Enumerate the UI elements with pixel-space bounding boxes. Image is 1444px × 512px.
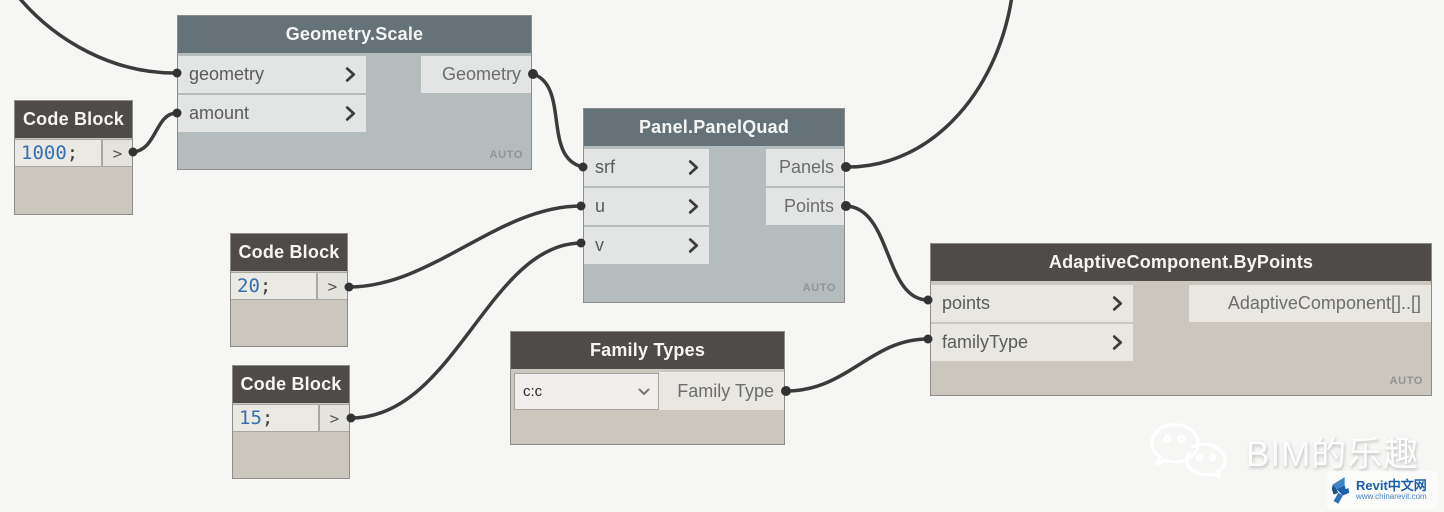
site-logo: Revit中文网 www.chinarevit.com bbox=[1326, 471, 1438, 509]
chevron-right-icon bbox=[345, 67, 356, 82]
input-port-label: srf bbox=[595, 157, 615, 177]
node-geometry-scale[interactable]: Geometry.Scale geometry amount Geometry … bbox=[177, 15, 532, 170]
output-port-geometry[interactable]: Geometry bbox=[421, 56, 531, 93]
revit-logo-icon bbox=[1331, 477, 1350, 504]
input-port-points[interactable]: points bbox=[931, 285, 1133, 322]
wire-panels-offscreen[interactable] bbox=[844, 0, 1014, 169]
code-semicolon: ; bbox=[66, 142, 79, 164]
node-title: Code Block bbox=[22, 109, 125, 129]
site-logo-text: Revit中文网 www.chinarevit.com bbox=[1356, 479, 1427, 501]
node-header[interactable]: AdaptiveComponent.ByPoints bbox=[931, 244, 1431, 281]
node-header[interactable]: Family Types bbox=[511, 332, 784, 369]
node-title: Code Block bbox=[240, 374, 342, 394]
code-number: 15 bbox=[239, 407, 262, 429]
input-port-v[interactable]: v bbox=[584, 227, 709, 264]
chevron-right-icon bbox=[345, 106, 356, 121]
input-port-familytype[interactable]: familyType bbox=[931, 324, 1133, 361]
wire-codeblock20-to-u[interactable] bbox=[347, 204, 583, 289]
input-port-srf[interactable]: srf bbox=[584, 149, 709, 186]
site-name: Revit中文网 bbox=[1356, 477, 1427, 493]
node-family-types[interactable]: Family Types c:c Family Type bbox=[510, 331, 785, 445]
node-panel-panelquad[interactable]: Panel.PanelQuad srf u v Panels Points AU… bbox=[583, 108, 845, 303]
node-title: Panel.PanelQuad bbox=[638, 117, 790, 137]
wire-codeblock1000-to-amount[interactable] bbox=[131, 111, 179, 154]
node-title: AdaptiveComponent.ByPoints bbox=[1048, 252, 1314, 272]
dropdown-selected-value: c:c bbox=[523, 383, 543, 400]
code-output-port[interactable]: > bbox=[102, 139, 132, 167]
output-port-label: Geometry bbox=[441, 64, 521, 84]
output-port-points[interactable]: Points bbox=[766, 188, 844, 225]
code-semicolon: ; bbox=[259, 275, 272, 297]
watermark-text: BIM的乐趣 bbox=[1246, 434, 1420, 474]
node-code-block-1000[interactable]: Code Block 1000; > bbox=[14, 100, 133, 215]
output-port-panels[interactable]: Panels bbox=[766, 149, 844, 186]
node-code-block-15[interactable]: Code Block 15; > bbox=[232, 365, 350, 479]
watermark: BIM的乐趣 bbox=[1146, 421, 1419, 481]
code-input-row: 1000; > bbox=[15, 139, 132, 167]
family-type-dropdown[interactable]: c:c bbox=[514, 373, 659, 410]
code-number: 20 bbox=[237, 275, 260, 297]
node-title: Code Block bbox=[238, 242, 340, 262]
input-port-label: geometry bbox=[189, 64, 265, 84]
output-port-glyph: > bbox=[112, 143, 123, 163]
code-input-row: 20; > bbox=[231, 272, 347, 300]
code-expression-input[interactable]: 1000; bbox=[15, 139, 102, 167]
input-port-amount[interactable]: amount bbox=[178, 95, 366, 132]
wire-to-geometry-input[interactable] bbox=[16, 0, 179, 75]
lacing-auto-label[interactable]: AUTO bbox=[489, 149, 523, 161]
input-port-u[interactable]: u bbox=[584, 188, 709, 225]
output-port-label: AdaptiveComponent[]..[] bbox=[1227, 293, 1421, 313]
code-expression-input[interactable]: 20; bbox=[231, 272, 317, 300]
wire-points-to-points[interactable] bbox=[844, 204, 930, 302]
code-output-port[interactable]: > bbox=[319, 404, 349, 432]
code-expression-input[interactable]: 15; bbox=[233, 404, 319, 432]
node-header[interactable]: Code Block bbox=[231, 234, 347, 271]
chevron-right-icon bbox=[688, 238, 699, 253]
chevron-right-icon bbox=[1112, 335, 1123, 350]
wire-codeblock15-to-v[interactable] bbox=[349, 241, 583, 420]
input-port-label: amount bbox=[189, 103, 250, 123]
wechat-icon bbox=[1150, 423, 1227, 479]
code-semicolon: ; bbox=[261, 407, 274, 429]
wire-geometry-to-srf[interactable] bbox=[531, 72, 585, 169]
code-input-row: 15; > bbox=[233, 404, 349, 432]
node-header[interactable]: Geometry.Scale bbox=[178, 16, 531, 53]
chevron-right-icon bbox=[1112, 296, 1123, 311]
input-port-label: u bbox=[595, 196, 606, 216]
chevron-right-icon bbox=[688, 160, 699, 175]
input-port-geometry[interactable]: geometry bbox=[178, 56, 366, 93]
output-port-adaptivecomponent[interactable]: AdaptiveComponent[]..[] bbox=[1189, 285, 1431, 322]
chevron-right-icon bbox=[688, 199, 699, 214]
output-port-glyph: > bbox=[327, 276, 338, 296]
site-url: www.chinarevit.com bbox=[1356, 491, 1427, 501]
output-port-label: Panels bbox=[778, 157, 834, 177]
input-port-label: v bbox=[595, 235, 604, 255]
node-title: Geometry.Scale bbox=[285, 24, 424, 44]
node-header[interactable]: Code Block bbox=[15, 101, 132, 138]
node-code-block-20[interactable]: Code Block 20; > bbox=[230, 233, 348, 347]
node-header[interactable]: Panel.PanelQuad bbox=[584, 109, 844, 146]
input-port-label: points bbox=[942, 293, 991, 313]
output-port-label: Family Type bbox=[677, 380, 774, 401]
node-header[interactable]: Code Block bbox=[233, 366, 349, 403]
code-number: 1000 bbox=[21, 142, 67, 164]
chevron-down-icon bbox=[638, 388, 650, 395]
lacing-auto-label[interactable]: AUTO bbox=[1389, 375, 1423, 387]
node-title: Family Types bbox=[589, 340, 706, 360]
output-port-family-type[interactable]: Family Type bbox=[659, 372, 784, 410]
code-output-port[interactable]: > bbox=[317, 272, 347, 300]
output-port-glyph: > bbox=[329, 408, 340, 428]
wire-familytype-to-familytype[interactable] bbox=[784, 337, 930, 393]
lacing-auto-label[interactable]: AUTO bbox=[802, 282, 836, 294]
input-port-label: familyType bbox=[942, 332, 1029, 352]
output-port-label: Points bbox=[783, 196, 834, 216]
node-adaptive-component-bypoints[interactable]: AdaptiveComponent.ByPoints points family… bbox=[930, 243, 1432, 396]
